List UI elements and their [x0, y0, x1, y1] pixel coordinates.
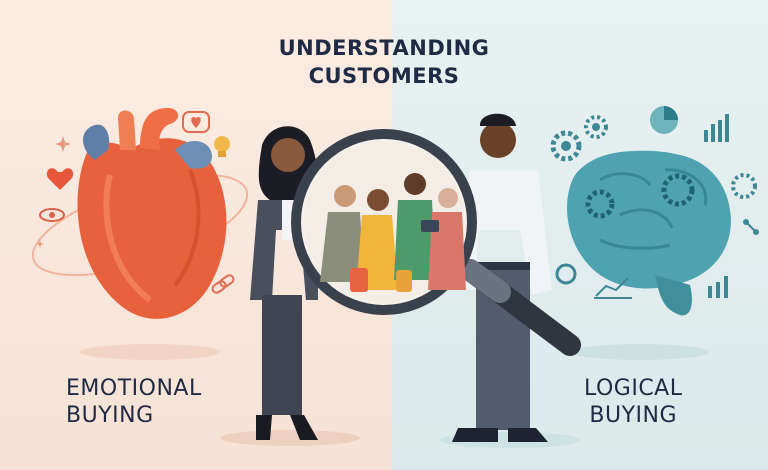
line-chart-icon [594, 277, 632, 299]
emotional-buying-label: EMOTIONAL BUYING [66, 375, 202, 429]
title-line-1: UNDERSTANDING [278, 36, 490, 60]
pie-chart-icon [650, 106, 678, 134]
sparkle-icon [36, 136, 71, 248]
gear-icon [550, 115, 757, 219]
bar-chart-icon [704, 114, 729, 298]
title-line-2: CUSTOMERS [308, 64, 460, 88]
eye-icon [39, 208, 65, 222]
logical-buying-label: LOGICAL BUYING [584, 375, 683, 429]
customer-group-illustration [320, 173, 466, 292]
emotional-label-line-1: EMOTIONAL [66, 376, 202, 401]
link-icon [211, 274, 235, 294]
heart-icon [46, 168, 74, 190]
anatomical-heart-illustration [31, 108, 249, 360]
logical-label-line-2: BUYING [589, 403, 678, 428]
speech-heart-icon [182, 111, 210, 133]
network-icon [555, 219, 759, 285]
emotional-label-line-2: BUYING [66, 403, 154, 428]
brain-illustration [567, 150, 731, 360]
lightbulb-icon [214, 136, 230, 157]
logical-label-line-1: LOGICAL [584, 376, 683, 401]
